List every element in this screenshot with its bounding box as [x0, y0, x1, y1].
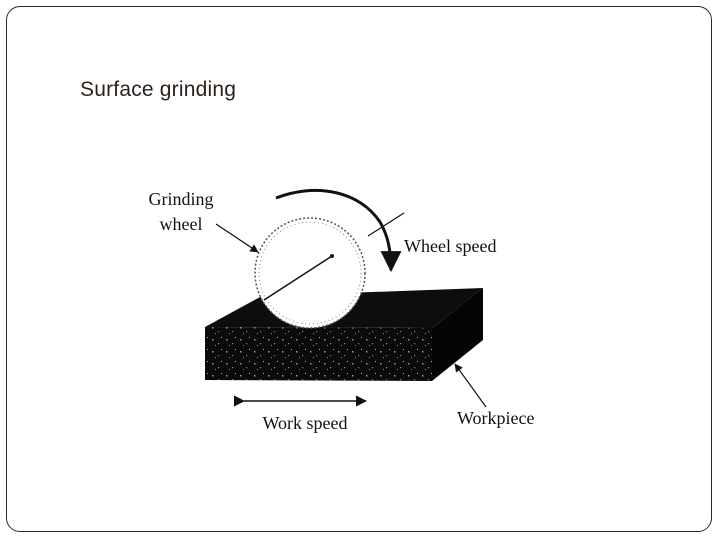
wheel-speed-arrow	[275, 188, 402, 273]
workpiece-label: Workpiece	[457, 408, 535, 428]
slide-title: Surface grinding	[80, 78, 237, 101]
grinding-wheel	[254, 217, 366, 329]
workpiece-leader	[454, 363, 487, 408]
grinding-wheel-label-line2: wheel	[160, 214, 203, 234]
grinding-wheel-leader	[215, 223, 259, 253]
work-speed-label: Work speed	[262, 413, 347, 433]
grinding-wheel-label-line1: Grinding	[149, 189, 214, 209]
wheel-speed-leader	[367, 212, 405, 237]
wheel-radius-line	[263, 255, 333, 301]
wheel-speed-label: Wheel speed	[404, 236, 496, 256]
